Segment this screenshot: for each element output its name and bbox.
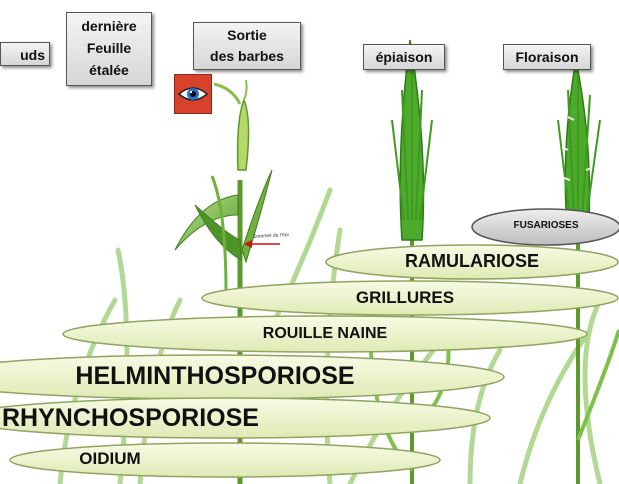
label-grillures: GRILLURES: [330, 288, 480, 308]
stage-sortie-barbes: Sortie des barbes: [193, 22, 301, 70]
eye-icon[interactable]: [174, 74, 212, 114]
stage-noeuds: uds: [0, 42, 50, 66]
disease-bands: [0, 209, 619, 477]
label-rouille-naine: ROUILLE NAINE: [230, 325, 420, 343]
label-ramulariose: RAMULARIOSE: [372, 251, 572, 272]
label-fusarioses: FUSARIOSES: [486, 220, 606, 231]
stage-floraison: Floraison: [503, 44, 591, 70]
stage-epiaison: épiaison: [363, 44, 445, 70]
stage-derniere-feuille: dernière Feuille étalée: [66, 12, 152, 86]
label-rhynchosporiose: RHYNCHOSPORIOSE: [2, 404, 294, 433]
eye-icon-graphic: [175, 75, 211, 113]
label-helminthosporiose: HELMINTHOSPORIOSE: [40, 362, 390, 391]
label-oidium: OIDIUM: [45, 449, 175, 469]
